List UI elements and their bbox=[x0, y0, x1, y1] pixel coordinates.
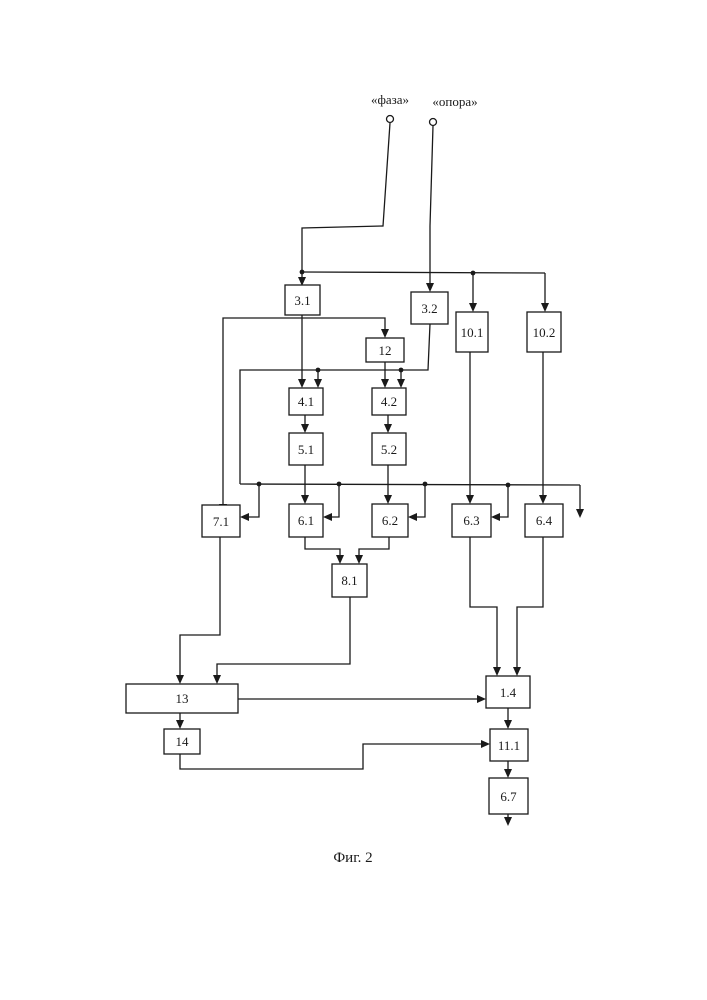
block-3-1: 3.1 bbox=[285, 285, 320, 315]
block-3-1-label: 3.1 bbox=[294, 293, 310, 308]
block-6-4: 6.4 bbox=[525, 504, 563, 537]
block-14-label: 14 bbox=[176, 734, 190, 749]
block-3-2: 3.2 bbox=[411, 292, 448, 324]
block-11-1-label: 11.1 bbox=[498, 738, 520, 753]
block-4-2: 4.2 bbox=[372, 388, 406, 415]
block-1-4-label: 1.4 bbox=[500, 685, 517, 700]
block-6-1: 6.1 bbox=[289, 504, 323, 537]
input-terminal-reference bbox=[430, 119, 437, 126]
block-12-label: 12 bbox=[379, 343, 392, 358]
block-8-1-label: 8.1 bbox=[341, 573, 357, 588]
block-10-2: 10.2 bbox=[527, 312, 561, 352]
block-5-1-label: 5.1 bbox=[298, 442, 314, 457]
block-6-1-label: 6.1 bbox=[298, 513, 314, 528]
block-6-7: 6.7 bbox=[489, 778, 528, 814]
block-10-1: 10.1 bbox=[456, 312, 488, 352]
block-5-2-label: 5.2 bbox=[381, 442, 397, 457]
block-3-2-label: 3.2 bbox=[421, 301, 437, 316]
block-6-3-label: 6.3 bbox=[463, 513, 479, 528]
block-13-label: 13 bbox=[176, 691, 189, 706]
block-4-2-label: 4.2 bbox=[381, 394, 397, 409]
block-6-7-label: 6.7 bbox=[500, 789, 517, 804]
block-13: 13 bbox=[126, 684, 238, 713]
block-5-2: 5.2 bbox=[372, 433, 406, 465]
input-label-phase: «фаза» bbox=[371, 92, 409, 107]
block-8-1: 8.1 bbox=[332, 564, 367, 597]
block-6-2-label: 6.2 bbox=[382, 513, 398, 528]
input-label-reference: «опора» bbox=[432, 94, 477, 109]
figure-caption: Фиг. 2 bbox=[333, 850, 372, 866]
block-14: 14 bbox=[164, 729, 200, 754]
block-6-3: 6.3 bbox=[452, 504, 491, 537]
block-10-1-label: 10.1 bbox=[461, 325, 484, 340]
block-4-1: 4.1 bbox=[289, 388, 323, 415]
connection-wires bbox=[180, 123, 580, 818]
block-4-1-label: 4.1 bbox=[298, 394, 314, 409]
block-11-1: 11.1 bbox=[490, 729, 528, 761]
block-1-4: 1.4 bbox=[486, 676, 530, 708]
block-7-1: 7.1 bbox=[202, 505, 240, 537]
block-6-2: 6.2 bbox=[372, 504, 408, 537]
block-6-4-label: 6.4 bbox=[536, 513, 553, 528]
block-5-1: 5.1 bbox=[289, 433, 323, 465]
block-12: 12 bbox=[366, 338, 404, 362]
block-10-2-label: 10.2 bbox=[533, 325, 556, 340]
block-7-1-label: 7.1 bbox=[213, 514, 229, 529]
input-terminal-phase bbox=[387, 116, 394, 123]
